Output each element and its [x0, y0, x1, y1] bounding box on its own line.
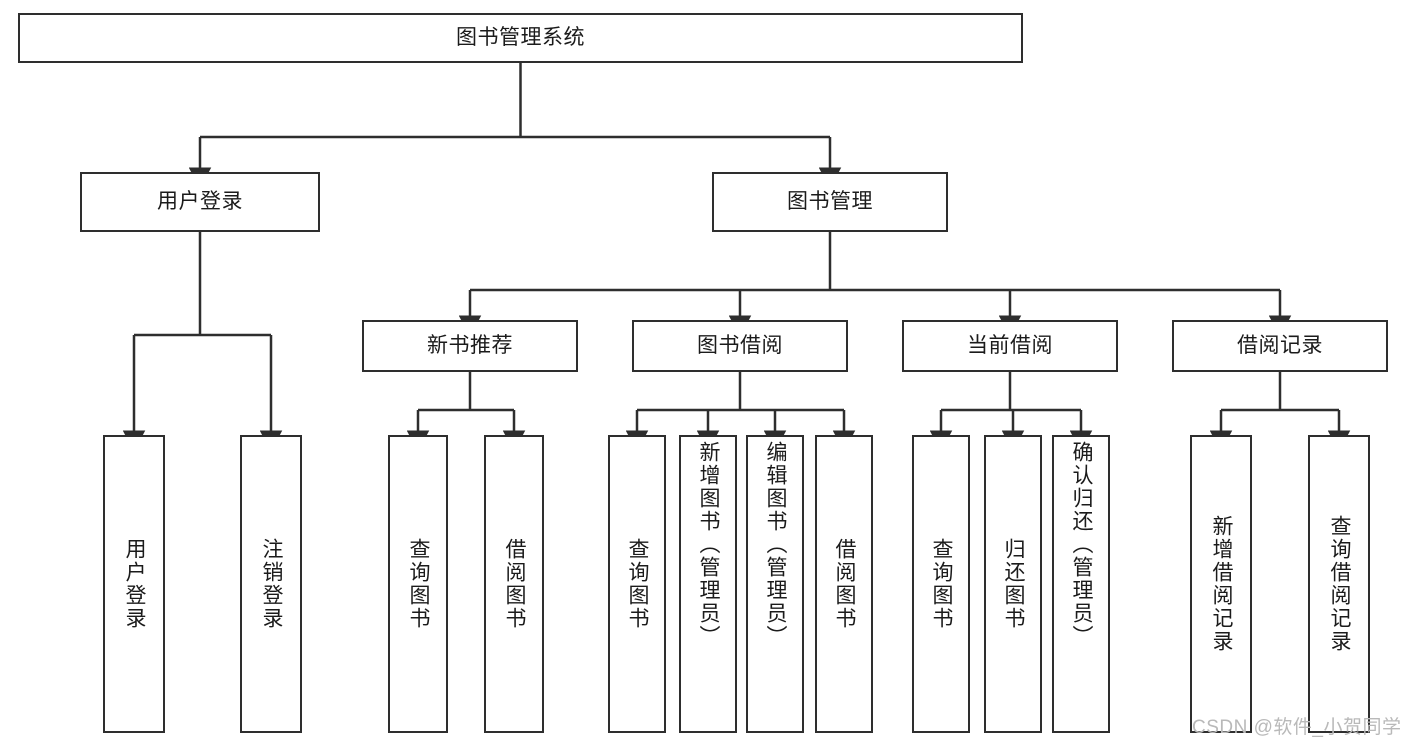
- node-borrow-record[interactable]: 借阅记录: [1172, 320, 1388, 372]
- node-leaf-q-book-1[interactable]: 查询图书: [388, 435, 448, 733]
- node-label: 借阅图书: [833, 538, 857, 630]
- node-label: 新书推荐: [427, 333, 513, 357]
- node-label: 确认归还（管理员）: [1070, 441, 1094, 648]
- node-new-book-rec[interactable]: 新书推荐: [362, 320, 578, 372]
- node-user-login[interactable]: 用户登录: [80, 172, 320, 232]
- node-label: 编辑图书（管理员）: [764, 441, 788, 648]
- node-label: 注销登录: [260, 538, 284, 630]
- node-label: 当前借阅: [967, 333, 1053, 357]
- node-label: 查询图书: [407, 538, 431, 630]
- node-current-borrow[interactable]: 当前借阅: [902, 320, 1118, 372]
- node-leaf-q-book-2[interactable]: 查询图书: [608, 435, 666, 733]
- watermark-label: CSDN @软件_小贺同学: [1192, 717, 1402, 738]
- node-label: 查询借阅记录: [1328, 515, 1352, 653]
- node-leaf-return-book[interactable]: 归还图书: [984, 435, 1042, 733]
- node-leaf-add-record[interactable]: 新增借阅记录: [1190, 435, 1252, 733]
- node-label: 查询图书: [930, 538, 954, 630]
- node-leaf-logout[interactable]: 注销登录: [240, 435, 302, 733]
- node-leaf-add-book[interactable]: 新增图书（管理员）: [679, 435, 737, 733]
- node-label: 图书管理系统: [456, 25, 585, 49]
- node-leaf-borrow-book-2[interactable]: 借阅图书: [815, 435, 873, 733]
- node-label: 新增图书（管理员）: [697, 441, 721, 648]
- node-label: 借阅记录: [1237, 333, 1323, 357]
- node-label: 用户登录: [157, 189, 243, 213]
- node-leaf-confirm-return[interactable]: 确认归还（管理员）: [1052, 435, 1110, 733]
- node-root[interactable]: 图书管理系统: [18, 13, 1023, 63]
- node-label: 借阅图书: [503, 538, 527, 630]
- node-label: 用户登录: [123, 538, 147, 630]
- node-label: 查询图书: [626, 538, 650, 630]
- node-book-mgmt[interactable]: 图书管理: [712, 172, 948, 232]
- node-label: 图书借阅: [697, 333, 783, 357]
- node-leaf-q-book-3[interactable]: 查询图书: [912, 435, 970, 733]
- node-label: 新增借阅记录: [1210, 515, 1234, 653]
- node-leaf-borrow-book-1[interactable]: 借阅图书: [484, 435, 544, 733]
- node-leaf-user-login[interactable]: 用户登录: [103, 435, 165, 733]
- node-label: 归还图书: [1002, 538, 1026, 630]
- node-label: 图书管理: [787, 189, 873, 213]
- node-leaf-query-record[interactable]: 查询借阅记录: [1308, 435, 1370, 733]
- node-book-borrow[interactable]: 图书借阅: [632, 320, 848, 372]
- node-leaf-edit-book[interactable]: 编辑图书（管理员）: [746, 435, 804, 733]
